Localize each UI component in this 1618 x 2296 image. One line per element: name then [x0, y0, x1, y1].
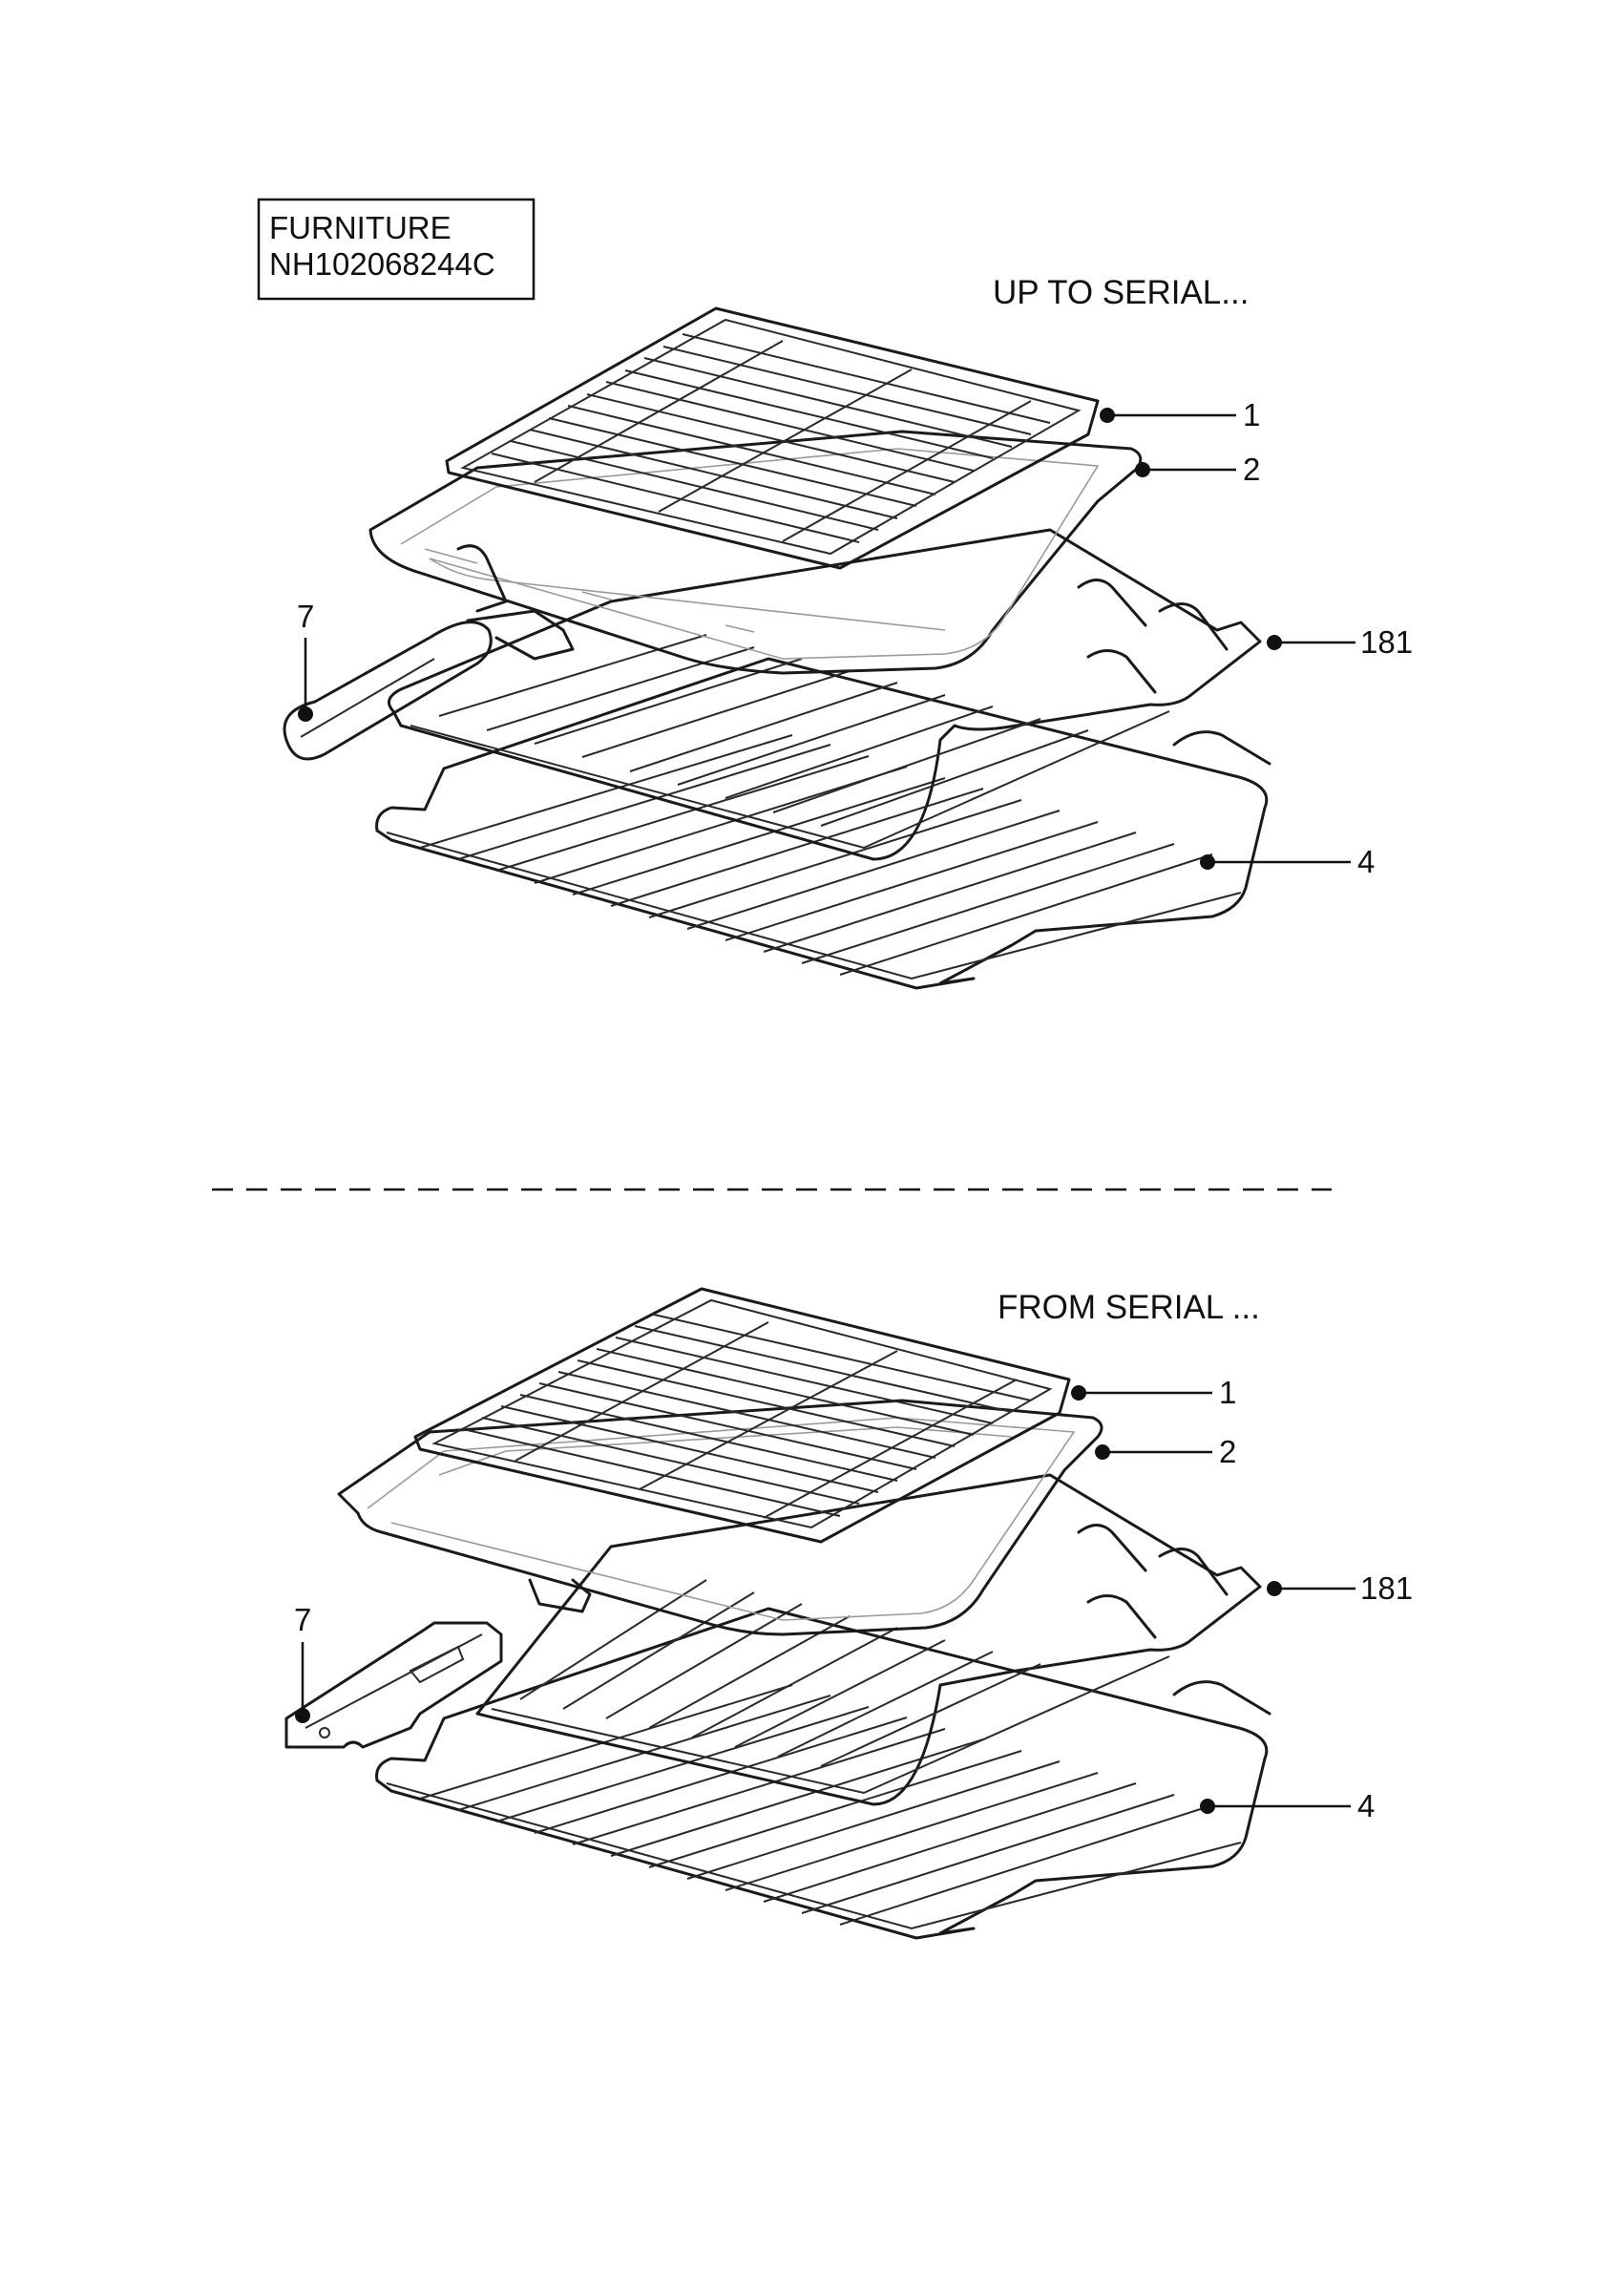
callout-4: 4 [1357, 1788, 1375, 1823]
wire-rack-part-1 [413, 1287, 1071, 1544]
baking-tray-part-2 [337, 1399, 1103, 1636]
callouts-section-1: 1 2 181 4 7 [297, 397, 1413, 879]
oven-shelf-part-4 [375, 657, 1271, 990]
callouts-section-2: 1 2 181 4 7 [294, 1375, 1413, 1823]
callout-1: 1 [1219, 1375, 1236, 1410]
callout-7: 7 [297, 599, 314, 634]
callout-7: 7 [294, 1602, 311, 1637]
wire-rack-part-1 [445, 306, 1100, 570]
shelf-bars [419, 734, 1213, 976]
section-heading: FROM SERIAL ... [998, 1289, 1260, 1326]
callout-4: 4 [1357, 844, 1375, 879]
callout-2: 2 [1219, 1434, 1236, 1469]
callout-2: 2 [1243, 452, 1260, 487]
tray-handle-part-7 [283, 544, 575, 761]
section-from-serial: FROM SERIAL ... [284, 1287, 1413, 1940]
title-line-2: NH102068244C [269, 246, 495, 282]
runner-frame-part-181 [388, 528, 1262, 861]
section-up-to-serial: UP TO SERIAL... [283, 274, 1413, 990]
callout-181: 181 [1360, 624, 1413, 660]
section-heading: UP TO SERIAL... [993, 274, 1249, 311]
callout-181: 181 [1360, 1570, 1413, 1606]
title-line-1: FURNITURE [269, 210, 452, 245]
runner-frame-part-181 [475, 1473, 1262, 1806]
tray-handle-part-7 [284, 1621, 503, 1749]
callout-1: 1 [1243, 397, 1260, 432]
title-box: FURNITURE NH102068244C [257, 198, 536, 301]
oven-shelf-part-4 [375, 1607, 1271, 1940]
